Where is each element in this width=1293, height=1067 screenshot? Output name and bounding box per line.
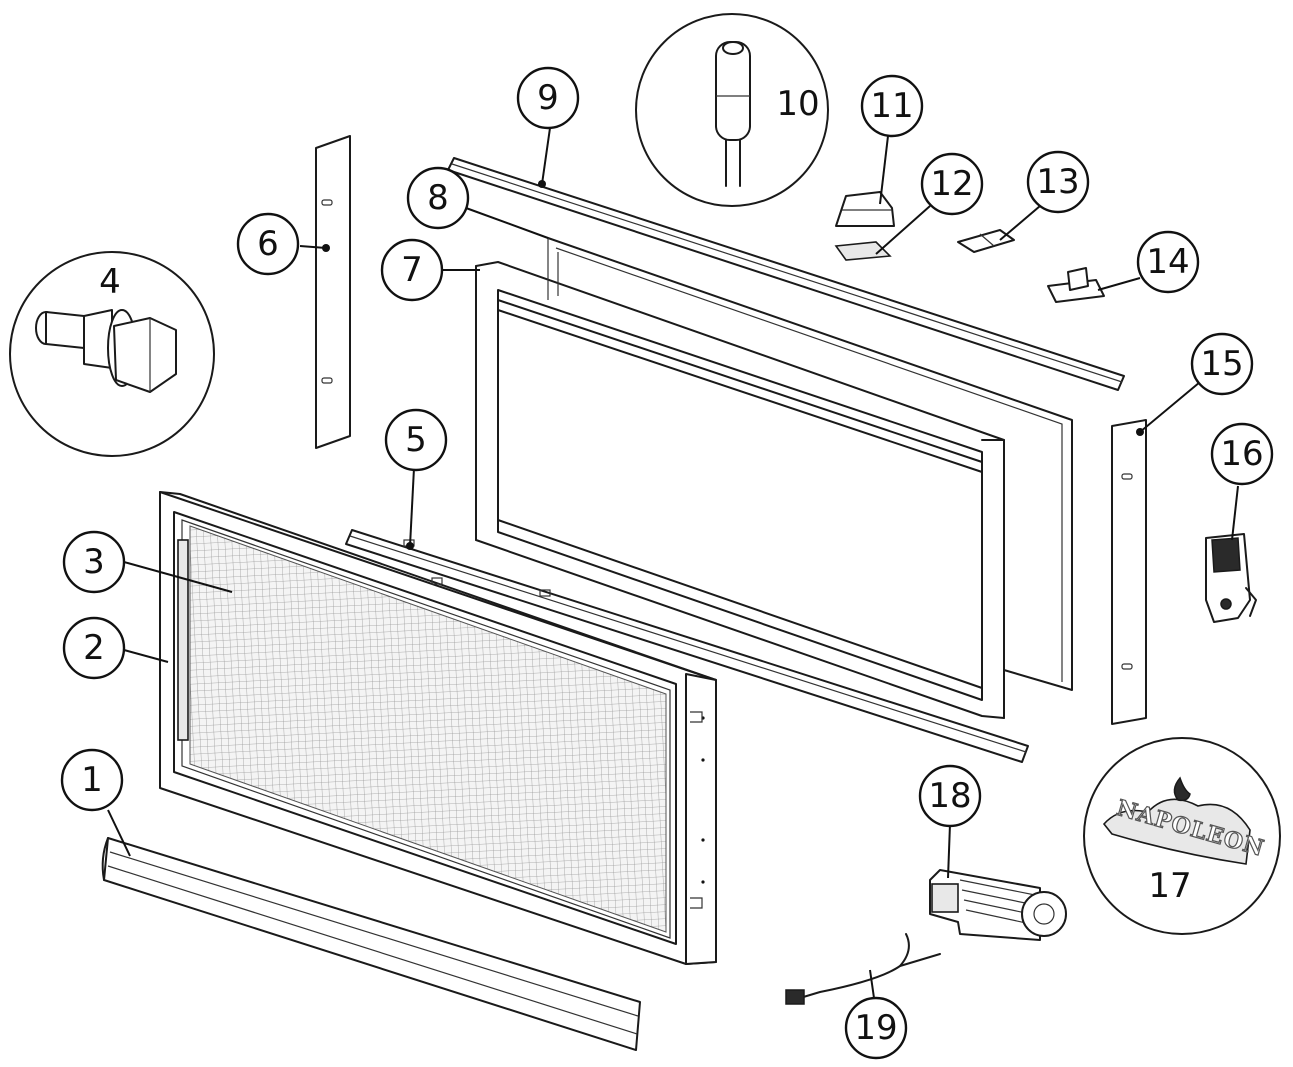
callout-18: 18 xyxy=(918,764,982,828)
callout-5: 5 xyxy=(384,408,448,472)
part-17-logo-badge: NAPOLEON xyxy=(1083,737,1281,935)
callout-3: 3 xyxy=(62,530,126,594)
callout-17: 17 xyxy=(1148,866,1191,906)
part-11-block xyxy=(835,191,895,227)
callout-6-label: 6 xyxy=(257,224,279,264)
callout-14: 14 xyxy=(1136,230,1200,294)
part-4-fitting-detail xyxy=(9,251,215,457)
callout-4-label: 4 xyxy=(99,262,121,302)
callout-7: 7 xyxy=(380,238,444,302)
callout-19-label: 19 xyxy=(854,1008,897,1048)
part-5-lower-channel xyxy=(345,529,1029,763)
callout-10-label: 10 xyxy=(776,84,819,124)
callout-14-label: 14 xyxy=(1146,242,1189,282)
callout-9: 9 xyxy=(516,66,580,130)
part-19-power-cord xyxy=(785,933,941,1005)
part-6-left-bracket xyxy=(315,135,351,449)
part-8-gasket-frame xyxy=(547,237,1073,691)
callout-13: 13 xyxy=(1026,150,1090,214)
callout-11: 11 xyxy=(860,74,924,138)
callout-10: 10 xyxy=(776,84,819,124)
callout-8-label: 8 xyxy=(427,178,449,218)
callout-9-label: 9 xyxy=(537,78,559,118)
callout-17-label: 17 xyxy=(1148,866,1191,906)
part-13-clip xyxy=(957,229,1015,253)
callout-13-label: 13 xyxy=(1036,162,1079,202)
part-9-top-channel xyxy=(447,157,1125,391)
callout-2: 2 xyxy=(62,616,126,680)
part-1-bottom-trim xyxy=(101,837,641,1051)
callout-1-label: 1 xyxy=(81,760,103,800)
callout-6: 6 xyxy=(236,212,300,276)
callout-11-label: 11 xyxy=(870,86,913,126)
callout-12-label: 12 xyxy=(930,164,973,204)
leader-lines xyxy=(107,127,1239,999)
part-14-bracket-clip xyxy=(1047,267,1105,303)
callout-16-label: 16 xyxy=(1220,434,1263,474)
part-3-mesh-screen xyxy=(189,525,667,933)
callout-18-label: 18 xyxy=(928,776,971,816)
part-7-glass-frame xyxy=(475,261,1005,719)
callout-4: 4 xyxy=(99,262,121,302)
callout-12: 12 xyxy=(920,152,984,216)
callout-2-label: 2 xyxy=(83,628,105,668)
callout-7-label: 7 xyxy=(401,250,423,290)
callout-1: 1 xyxy=(60,748,124,812)
callout-15-label: 15 xyxy=(1200,344,1243,384)
part-12-pad xyxy=(834,241,892,261)
part-16-remote xyxy=(1205,533,1257,623)
callout-16: 16 xyxy=(1210,422,1274,486)
part-15-right-bracket xyxy=(1111,419,1147,725)
callout-15: 15 xyxy=(1190,332,1254,396)
part-10-bulb-detail xyxy=(635,13,829,207)
callout-5-label: 5 xyxy=(405,420,427,460)
callout-19: 19 xyxy=(844,996,908,1060)
part-18-blower xyxy=(929,869,1067,941)
callout-8: 8 xyxy=(406,166,470,230)
callout-3-label: 3 xyxy=(83,542,105,582)
